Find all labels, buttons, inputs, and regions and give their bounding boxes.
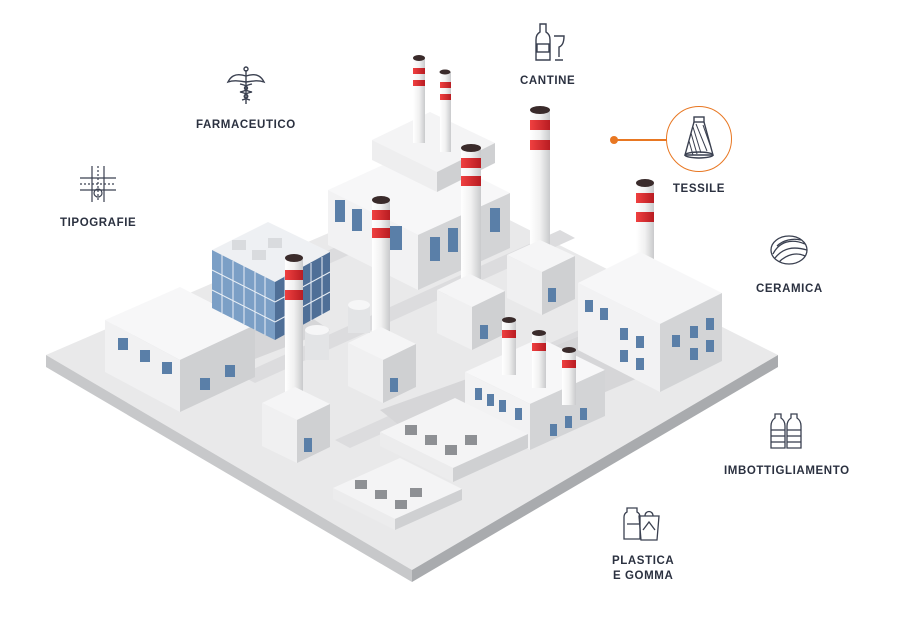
front-vent-buildings [333, 398, 528, 530]
industry-farmaceutico[interactable]: FARMACEUTICO [196, 64, 296, 133]
bottles-icon [770, 413, 802, 449]
industry-label: CANTINE [520, 75, 576, 87]
industry-plastica[interactable]: PLASTICA E GOMMA [612, 500, 674, 584]
industry-label: TESSILE [672, 183, 726, 195]
plastic-containers-icon [623, 507, 660, 541]
industry-label: FARMACEUTICO [196, 119, 296, 131]
ceramic-tile-icon [770, 235, 809, 265]
industry-ceramica[interactable]: CERAMICA [756, 228, 823, 297]
wine-bottle-glass-icon [534, 23, 565, 61]
active-highlight-ring [666, 106, 732, 172]
industry-label: IMBOTTIGLIAMENTO [724, 465, 850, 477]
industry-tessile[interactable]: TESSILE [666, 106, 732, 197]
chimney-bases [262, 240, 575, 463]
active-connector-dot [610, 136, 618, 144]
active-connector-line [614, 139, 668, 141]
industry-cantine[interactable]: CANTINE [520, 20, 575, 89]
industry-label-line: E GOMMA [612, 570, 674, 582]
caduceus-icon [226, 66, 266, 104]
industry-label: TIPOGRAFIE [60, 217, 137, 229]
vent-building-left [105, 287, 255, 412]
right-factory-building [578, 252, 722, 392]
industry-label: CERAMICA [756, 283, 823, 295]
industry-label: PLASTICA E GOMMA [612, 554, 674, 584]
storage-tanks [305, 300, 370, 360]
industry-label-line: PLASTICA [612, 555, 675, 567]
printing-marks-icon [80, 166, 117, 202]
thread-cone-icon [684, 116, 714, 159]
industry-tipografie[interactable]: TIPOGRAFIE [60, 162, 136, 231]
industry-imbottigliamento[interactable]: IMBOTTIGLIAMENTO [724, 410, 850, 479]
